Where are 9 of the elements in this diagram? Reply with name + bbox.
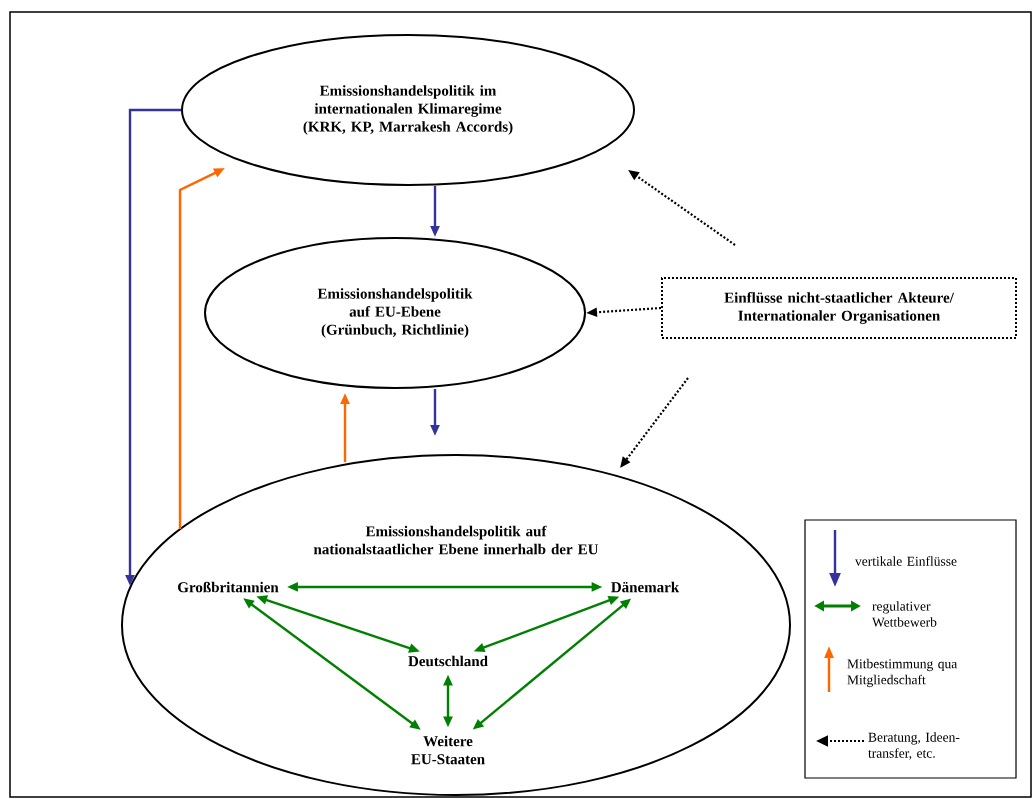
country-label: Weitere EU-Staaten	[411, 735, 485, 765]
country-label: Dänemark	[611, 581, 680, 593]
legend-text: vertikale Einflüsse	[855, 556, 957, 566]
country-label: Deutschland	[408, 655, 488, 667]
legend-text: Beratung, Ideen-transfer, etc.	[868, 732, 960, 760]
influence-box: Einflüsse nicht-staatlicher Akteure/ Internationaler Organisationen	[661, 277, 1017, 339]
legend-text: Mitbestimmung qua Mitgliedschaft	[847, 658, 958, 688]
legend-text: regulativer Wettbewerb	[872, 601, 937, 627]
country-label: Großbritannien	[178, 581, 279, 593]
